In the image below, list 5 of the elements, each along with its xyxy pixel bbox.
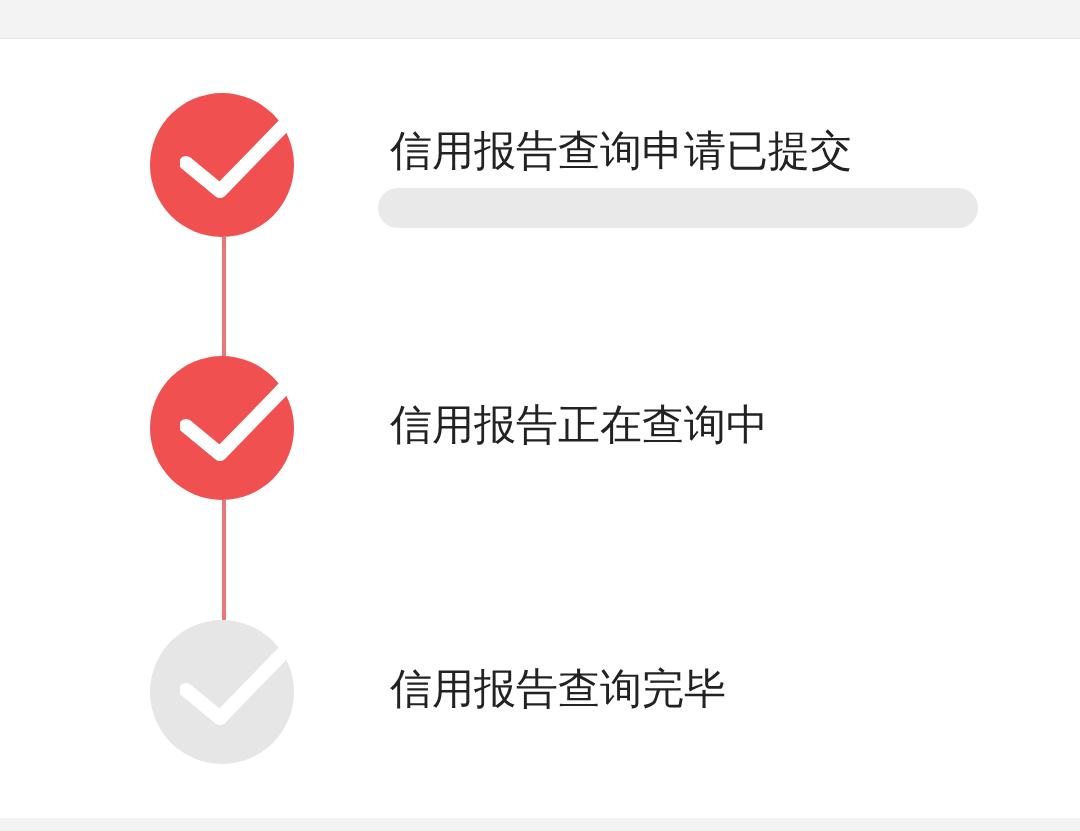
step-label: 信用报告正在查询中 — [390, 404, 768, 446]
connector-line — [222, 500, 226, 620]
step-label: 信用报告查询申请已提交 — [390, 130, 852, 172]
step-label: 信用报告查询完毕 — [390, 668, 726, 710]
connector-line — [222, 237, 226, 356]
